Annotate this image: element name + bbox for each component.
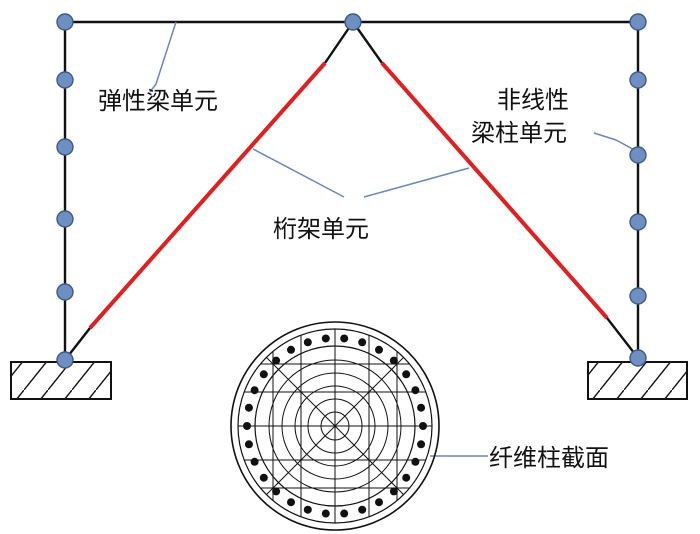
nodes: [56, 13, 647, 369]
truss-leader-right: [363, 167, 470, 198]
rebar-dot: [250, 386, 259, 395]
nonlinear-label-line1: 非线性: [497, 86, 569, 114]
node: [629, 71, 647, 89]
rebar-dot: [402, 370, 411, 379]
rebar-dot: [243, 422, 251, 430]
elastic-beam-leader: [149, 21, 177, 93]
rebar-dot: [244, 440, 253, 449]
node: [629, 146, 647, 164]
rebar-dot: [375, 498, 383, 507]
section-spoke: [266, 357, 336, 427]
node: [56, 13, 74, 31]
nonlinear-leader: [593, 132, 639, 153]
fiber-section-label: 纤维柱截面: [489, 444, 609, 472]
rebar-dot: [321, 334, 330, 343]
right-truss-element: [380, 61, 609, 320]
rebar-dot: [340, 509, 349, 518]
rebar-dot: [287, 498, 295, 507]
node: [56, 351, 74, 369]
node: [629, 13, 647, 31]
rebar-dot: [321, 509, 330, 518]
node: [344, 13, 362, 31]
right-support: [587, 361, 688, 400]
section-spoke: [334, 357, 404, 427]
node: [629, 287, 647, 305]
rebar-dot: [375, 345, 383, 354]
rebar-dot: [287, 345, 295, 354]
section-spoke: [266, 425, 336, 495]
rebar-dot: [303, 338, 312, 347]
section-outer-ring: [230, 321, 440, 531]
rebar-dot: [272, 487, 281, 496]
node: [56, 138, 74, 156]
rebar-dot: [411, 386, 420, 395]
left-truss-element: [88, 61, 327, 330]
section-spoke: [334, 425, 404, 495]
rebar-dot: [272, 356, 281, 365]
node: [629, 213, 647, 231]
rebar-dot: [417, 440, 426, 449]
rebar-dot: [358, 505, 367, 514]
rebar-dot: [411, 457, 420, 466]
node: [629, 349, 647, 367]
nonlinear-label-line2: 梁柱单元: [471, 119, 567, 147]
left-support: [10, 361, 112, 400]
rebar-dot: [303, 505, 312, 514]
rebar-dot: [358, 338, 367, 347]
rebar-dot: [419, 422, 427, 430]
rebar-dot: [389, 356, 398, 365]
rebar-dot: [259, 473, 268, 482]
truss-label: 桁架单元: [273, 215, 369, 243]
rebar-dot: [244, 403, 253, 412]
truss-leader-left: [252, 148, 345, 198]
rebar-dot: [402, 473, 411, 482]
node: [56, 283, 74, 301]
rebar-dot: [340, 334, 349, 343]
elastic-beam-label: 弹性梁单元: [98, 87, 218, 115]
node: [56, 210, 74, 228]
rebar-dot: [250, 457, 259, 466]
rebar-dot: [417, 403, 426, 412]
rebar-dot: [259, 370, 268, 379]
rebar-dot: [389, 487, 398, 496]
fiber-section-drawing: [230, 321, 440, 531]
node: [56, 71, 74, 89]
